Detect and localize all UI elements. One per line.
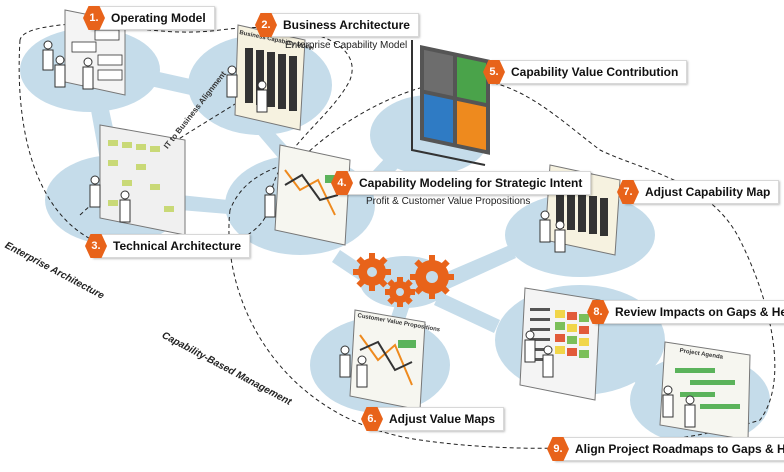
business-architecture-subtitle: Enterprise Capability Model [285, 40, 408, 51]
step-number-badge: 2. [255, 13, 277, 37]
step-number-badge: 6. [361, 407, 383, 431]
step-number-badge: 5. [483, 60, 505, 84]
step-operating-model: 1. Operating Model [83, 6, 215, 30]
step-label: Operating Model [111, 11, 206, 25]
value-contribution-matrix [420, 45, 490, 155]
step-label: Adjust Value Maps [389, 412, 496, 426]
step-number-badge: 1. [83, 6, 105, 30]
step-label: Capability Modeling for Strategic Intent [359, 176, 583, 190]
step-label: Align Project Roadmaps to Gaps & Heat [575, 442, 784, 456]
gears-icon [353, 253, 454, 307]
step-number-badge: 9. [547, 437, 569, 461]
step-capability-modeling: 4. Capability Modeling for Strategic Int… [331, 171, 592, 195]
step-label: Business Architecture [283, 18, 410, 32]
step-review-impacts: 8. Review Impacts on Gaps & Heat [587, 300, 784, 324]
step-label: Technical Architecture [113, 239, 242, 253]
step-label: Review Impacts on Gaps & Heat [615, 305, 784, 319]
step-number-badge: 3. [85, 234, 107, 258]
step-business-architecture: 2. Business Architecture [255, 13, 419, 37]
capability-management-boundary [228, 79, 776, 449]
step-label: Adjust Capability Map [645, 185, 771, 199]
step-adjust-value-maps: 6. Adjust Value Maps [361, 407, 505, 431]
people-figures [42, 40, 696, 428]
matrix-axes [411, 40, 486, 166]
customer-value-board-top [274, 144, 351, 246]
step-adjust-capability-map: 7. Adjust Capability Map [617, 180, 780, 204]
step-number-badge: 8. [587, 300, 609, 324]
step-capability-value-contribution: 5. Capability Value Contribution [483, 60, 688, 84]
step-align-project-roadmaps: 9. Align Project Roadmaps to Gaps & Heat [547, 437, 784, 461]
step-number-badge: 4. [331, 171, 353, 195]
capability-modeling-subtitle: Profit & Customer Value Propositions [366, 196, 531, 207]
step-number-badge: 7. [617, 180, 639, 204]
step-technical-architecture: 3. Technical Architecture [85, 234, 251, 258]
step-label: Capability Value Contribution [511, 65, 679, 79]
heat-map-board [519, 287, 601, 401]
